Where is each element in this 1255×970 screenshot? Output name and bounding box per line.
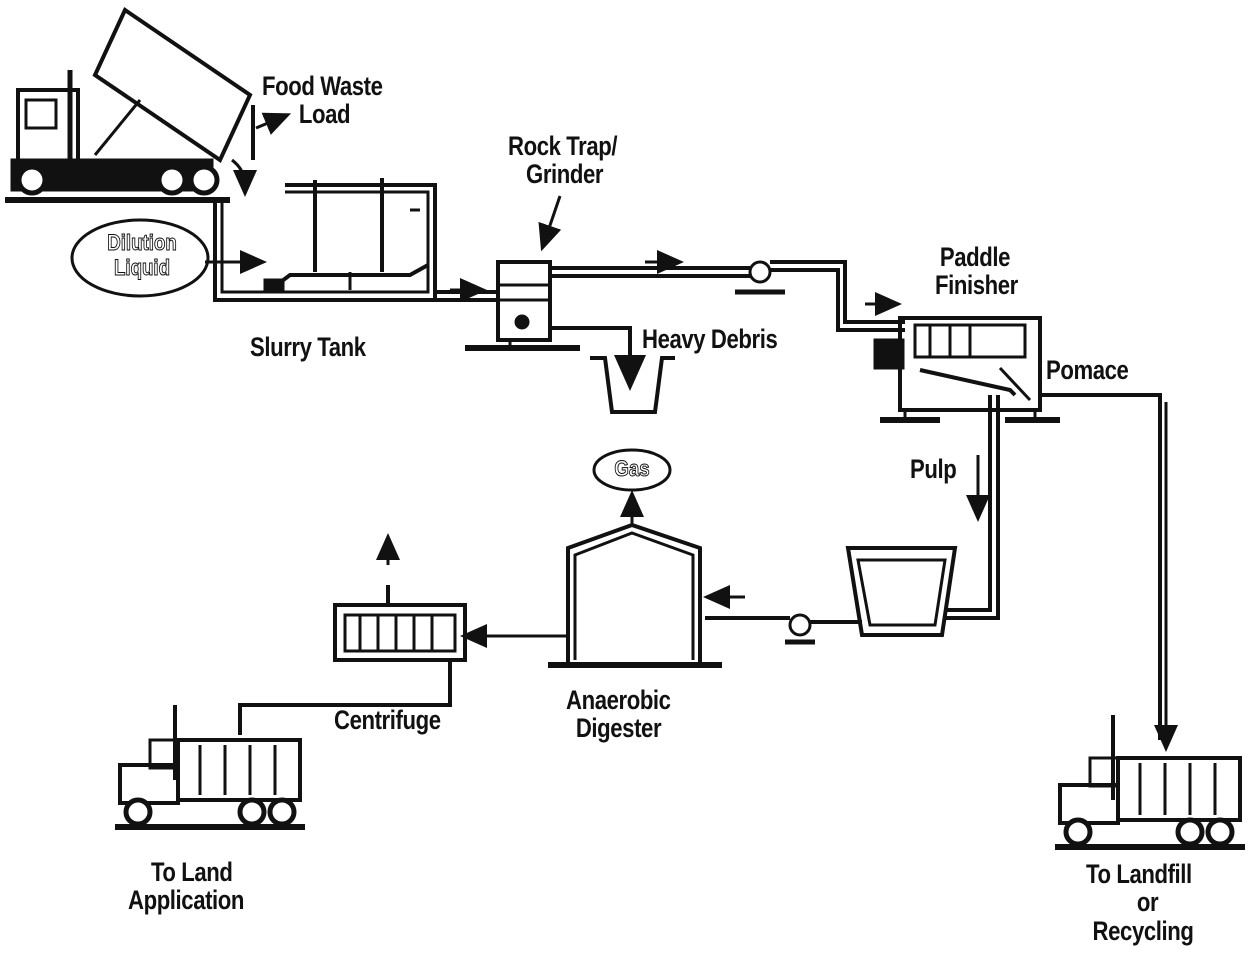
anaerobic-digester (548, 490, 722, 668)
centrifuge (333, 533, 467, 662)
landfill-truck-icon (1055, 715, 1245, 850)
gas-oval (592, 448, 672, 492)
heavy-debris-label: Heavy Debris (642, 324, 778, 354)
dilution-liquid-label: Dilution Liquid (107, 229, 177, 281)
pulp-label: Pulp (910, 454, 957, 484)
rock-trap-grinder (465, 260, 580, 351)
anaerobic-digester-label: Anaerobic Digester (566, 685, 671, 744)
centrifuge-label: Centrifuge (334, 705, 441, 735)
to-land-application-label: To Land Application (128, 857, 245, 916)
slurry-tank (213, 178, 437, 302)
rock-trap-grinder-label: Rock Trap/ Grinder (508, 131, 618, 190)
gas-label: Gas (614, 455, 650, 481)
food-waste-load-label: Food Waste Load (262, 71, 383, 130)
to-landfill-label: To Landfill or Recycling (1086, 859, 1194, 946)
paddle-finisher-label: Paddle Finisher (935, 242, 1018, 301)
slurry-tank-label: Slurry Tank (250, 332, 366, 362)
land-application-truck-icon (115, 705, 305, 830)
dilution-liquid-oval (70, 218, 210, 298)
dump-truck-icon (5, 7, 253, 203)
holding-tank (845, 546, 958, 637)
pomace-label: Pomace (1046, 355, 1129, 385)
paddle-finisher (873, 316, 1060, 423)
